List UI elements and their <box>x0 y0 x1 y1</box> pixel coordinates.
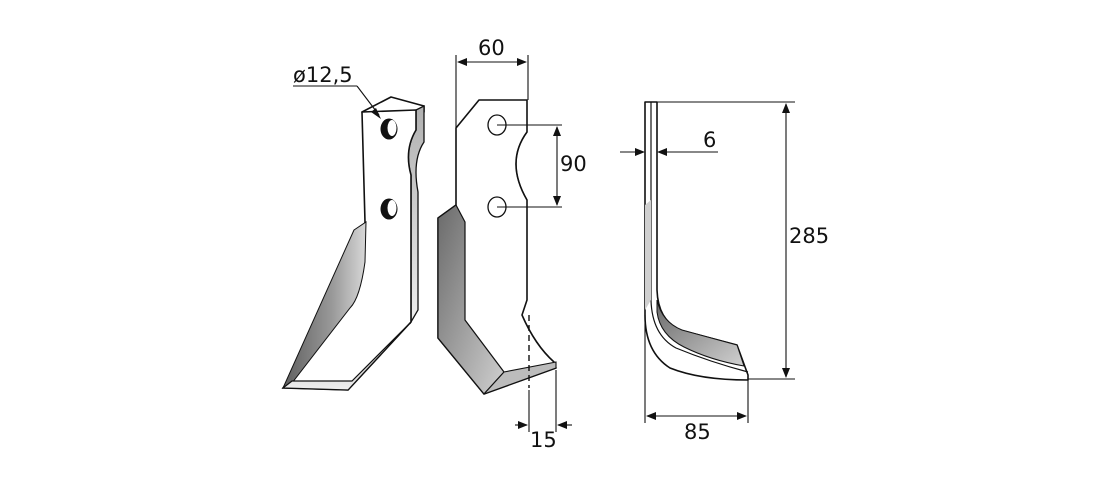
blade-bottom-bevel <box>281 321 412 391</box>
arrow-icon <box>457 58 467 66</box>
hole-spacing-label: 90 <box>560 152 587 176</box>
arrow-icon <box>518 421 528 429</box>
hole-diameter-label: ø12,5 <box>293 63 353 87</box>
thickness-label: 6 <box>703 128 716 152</box>
arrow-icon <box>371 108 381 119</box>
plate-shade-left <box>437 204 505 395</box>
plate-bottom-bevel <box>483 361 557 395</box>
blade-shade-dark <box>281 221 367 390</box>
arrow-icon <box>517 58 527 66</box>
arrow-icon <box>635 148 645 156</box>
side-shade-upper <box>645 200 651 310</box>
arrow-icon <box>782 368 790 378</box>
side-blade-shade <box>656 299 745 367</box>
side-profile-inner-edge <box>650 102 749 373</box>
arrow-icon <box>657 148 667 156</box>
mounting-hole-top-highlight <box>387 120 397 136</box>
mounting-hole-bottom-highlight <box>387 200 397 216</box>
arrow-icon <box>782 103 790 113</box>
tip-offset-label: 15 <box>530 428 557 452</box>
width-label: 60 <box>478 36 505 60</box>
arrow-icon <box>553 126 561 136</box>
height-label: 285 <box>789 224 829 248</box>
blade-side-view: 6 285 85 <box>620 101 829 444</box>
reach-label: 85 <box>684 420 711 444</box>
blade-front-view: 60 90 15 <box>437 36 587 452</box>
blade-left-view: ø12,5 <box>281 63 425 391</box>
arrow-icon <box>646 412 656 420</box>
arrow-icon <box>553 196 561 206</box>
arrow-icon <box>557 421 567 429</box>
notch-curve <box>515 131 528 201</box>
arrow-icon <box>737 412 747 420</box>
